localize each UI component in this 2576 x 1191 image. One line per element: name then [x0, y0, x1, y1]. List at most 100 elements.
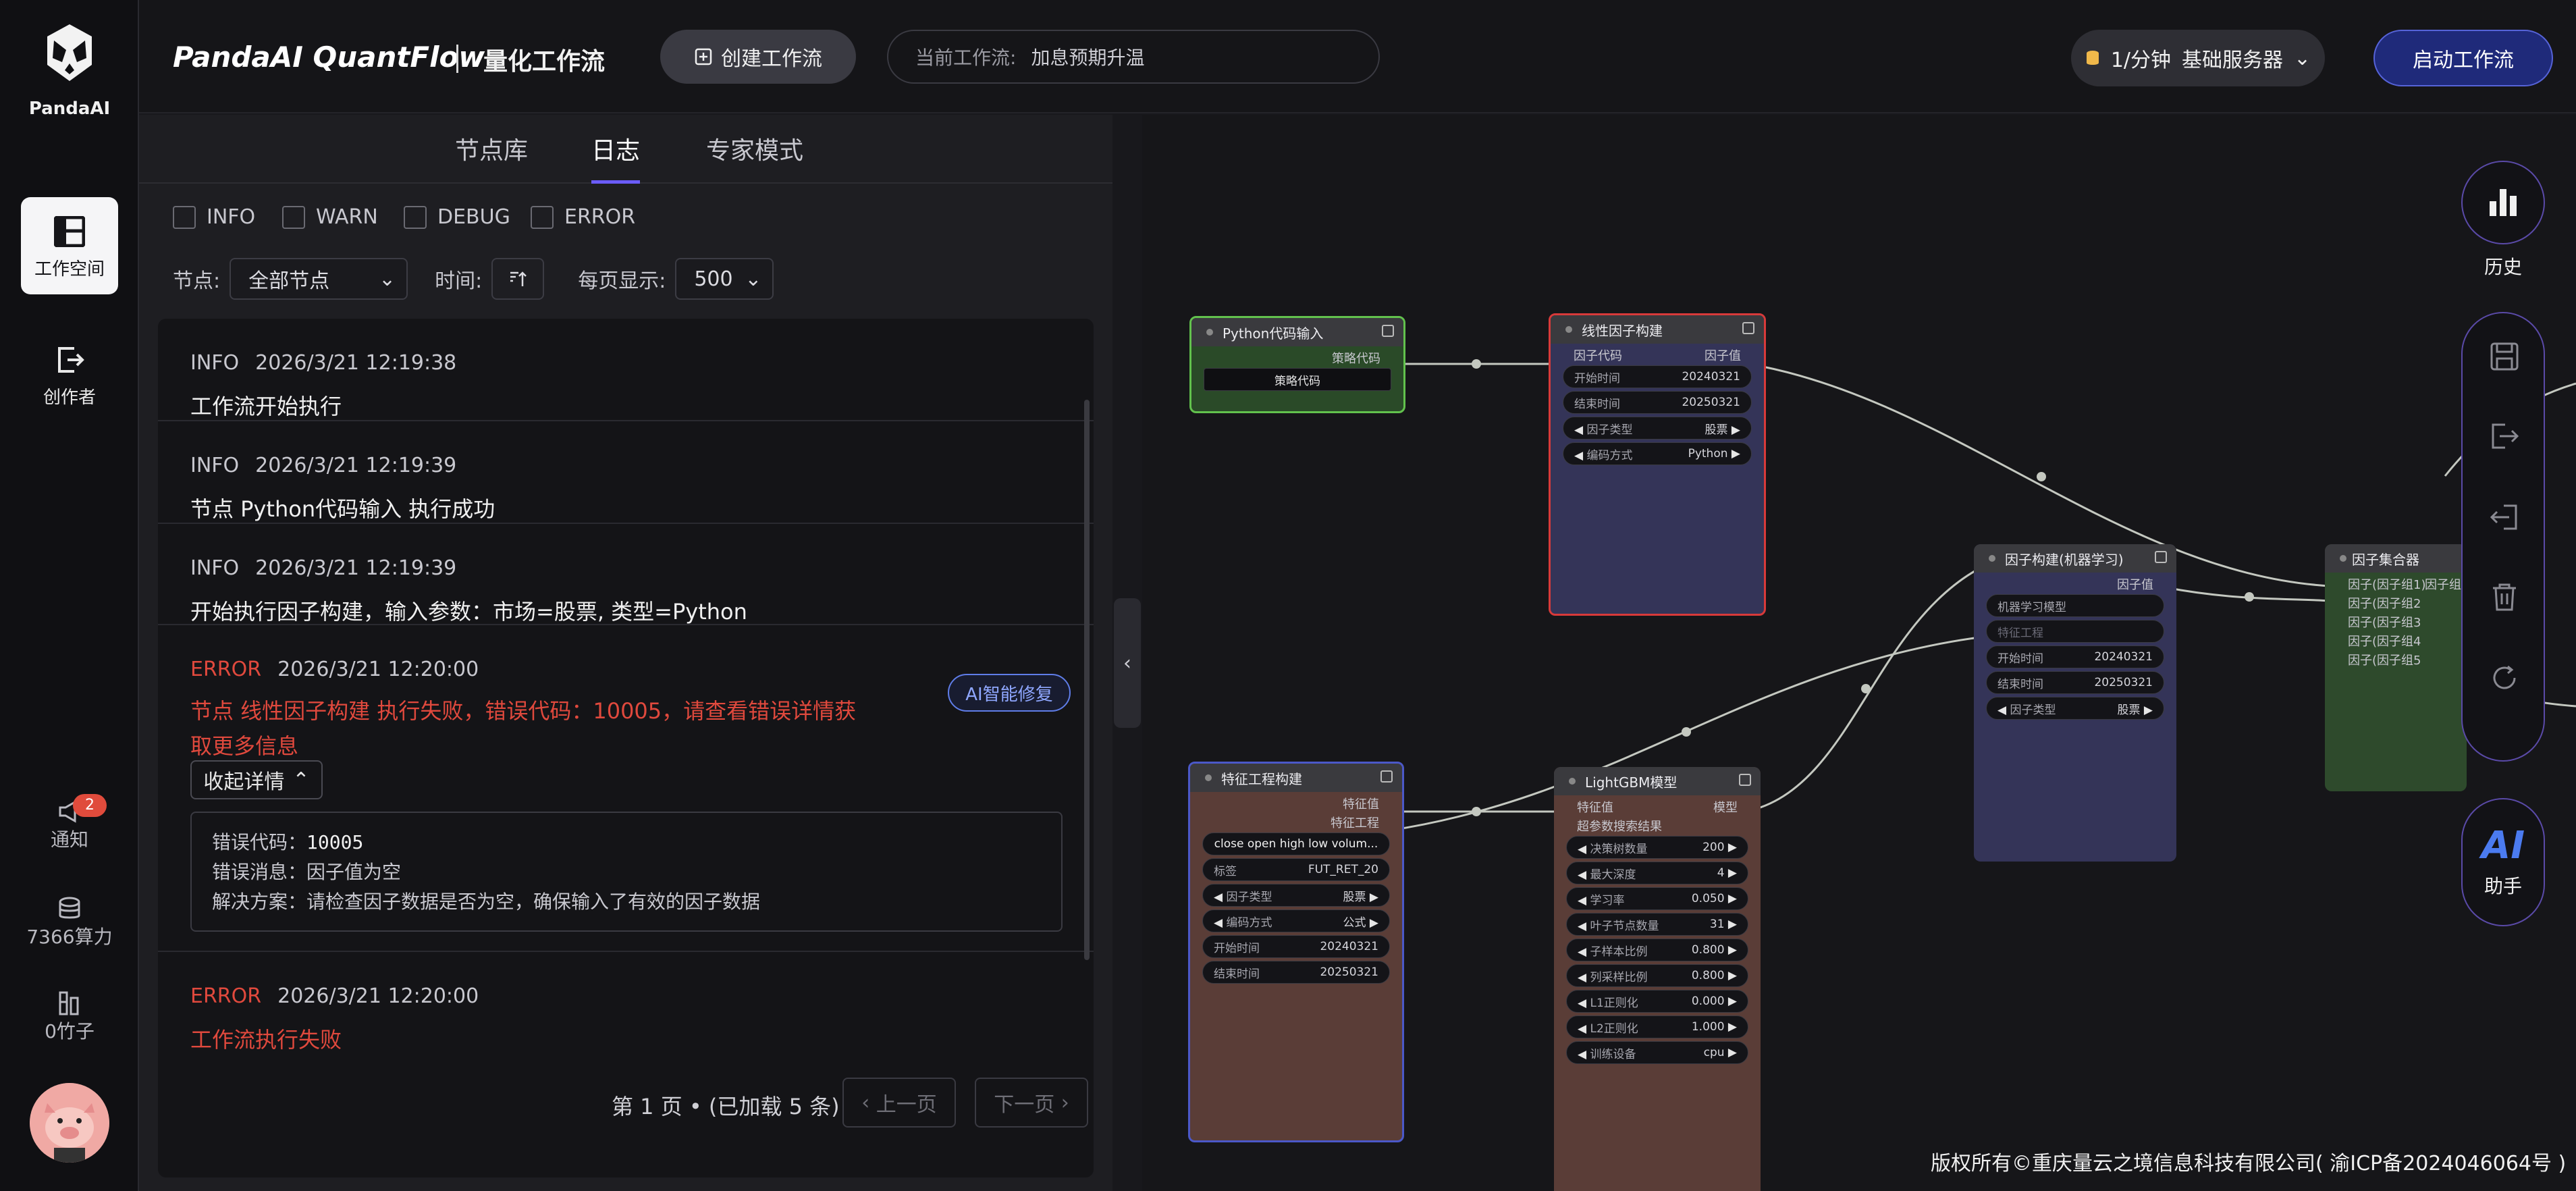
node-combo[interactable]: 因子类型 股票	[1202, 884, 1390, 907]
per-page-select[interactable]: 500 ⌄	[675, 258, 774, 300]
create-workflow-label: 创建工作流	[721, 47, 822, 71]
node-factor-aggregator[interactable]: 因子集合器 因子(因子组1)因子组 因子(因子组2 因子(因子组3 因子(因子组…	[2325, 544, 2467, 791]
nav-workspace[interactable]: 工作空间	[21, 197, 118, 294]
brand[interactable]: PandaAI	[0, 20, 139, 119]
tab-node-library[interactable]: 节点库	[455, 137, 529, 165]
field-key: 因子类型	[1214, 887, 1272, 904]
solution-label: 解决方案：	[212, 891, 307, 913]
checkbox[interactable]	[282, 205, 305, 229]
nav-notice-label: 通知	[50, 828, 88, 851]
bamboo-icon	[59, 991, 79, 1015]
nav-bamboo[interactable]: 0竹子	[0, 983, 139, 1044]
field-value: 股票	[1343, 887, 1378, 904]
tab-expert-mode[interactable]: 专家模式	[706, 137, 804, 165]
field-key: 学习率	[1578, 891, 1624, 907]
log-scrollbar[interactable]	[1084, 400, 1090, 960]
nav-creator-label: 创作者	[43, 388, 96, 408]
field-value: 20240321	[2094, 650, 2153, 664]
next-page-button[interactable]: 下一页 ›	[975, 1078, 1088, 1128]
node-feature-engineering[interactable]: 特征工程构建 特征值 特征工程 close open high low volu…	[1188, 762, 1404, 1142]
feature-input[interactable]: 特征工程	[1986, 620, 2164, 643]
save-button[interactable]	[2488, 340, 2521, 373]
filter-warn[interactable]: WARN	[282, 205, 378, 229]
node-select[interactable]: 全部节点 ⌄	[230, 258, 408, 300]
filter-warn-label: WARN	[316, 205, 378, 229]
ml-model-input[interactable]: 机器学习模型	[1986, 594, 2164, 617]
collapse-details-button[interactable]: 收起详情 ⌃	[190, 760, 323, 799]
filter-error[interactable]: ERROR	[531, 205, 635, 229]
nav-power[interactable]: 7366算力	[0, 889, 139, 949]
ai-assistant-button[interactable]: AI 助手	[2461, 798, 2545, 926]
history-button[interactable]	[2461, 161, 2545, 244]
panel-tabs: 节点库 日志 专家模式	[139, 115, 1112, 184]
field-value: 20250321	[1682, 396, 1740, 409]
edit-icon[interactable]	[1742, 322, 1754, 334]
checkbox[interactable]	[173, 205, 196, 229]
output-port-label: 因子值	[1705, 349, 1741, 363]
error-code: 10005	[306, 831, 364, 853]
edit-icon[interactable]	[1382, 325, 1394, 337]
create-workflow-button[interactable]: 创建工作流	[660, 30, 856, 84]
input-port-label: 特征值	[1577, 801, 1613, 815]
formula-input[interactable]: close open high low volum...	[1202, 832, 1390, 855]
collapse-panel-handle[interactable]: ‹	[1114, 598, 1141, 728]
filter-debug[interactable]: DEBUG	[404, 205, 510, 229]
checkbox[interactable]	[531, 205, 554, 229]
avatar[interactable]	[30, 1083, 109, 1163]
start-workflow-button[interactable]: 启动工作流	[2373, 30, 2553, 86]
chevron-left-icon: ‹	[1123, 651, 1131, 675]
nav-creator[interactable]: 创作者	[21, 338, 118, 419]
export-button[interactable]	[2488, 420, 2521, 452]
import-button[interactable]	[2488, 501, 2521, 533]
notice-badge: 2	[73, 794, 107, 817]
per-page-label: 每页显示:	[578, 269, 666, 293]
field-value: 公式	[1343, 913, 1378, 930]
node-python-input[interactable]: Python代码输入 策略代码 策略代码	[1189, 316, 1405, 413]
coins-icon	[59, 897, 80, 919]
output-port-label: 因子值	[2117, 578, 2153, 592]
time-sort-button[interactable]	[491, 258, 545, 300]
edit-icon[interactable]	[1380, 770, 1393, 783]
edit-icon[interactable]	[1739, 774, 1751, 786]
error-details: 错误代码：10005 错误消息：因子值为空 解决方案：请检查因子数据是否为空，确…	[190, 812, 1063, 932]
current-workflow-field[interactable]: 当前工作流: 加息预期升温	[887, 30, 1380, 84]
ai-fix-button[interactable]: AI智能修复	[948, 674, 1071, 712]
edit-icon[interactable]	[2155, 551, 2167, 563]
delete-button[interactable]	[2488, 581, 2521, 613]
tab-log[interactable]: 日志	[591, 131, 641, 184]
refresh-button[interactable]	[2488, 662, 2521, 694]
server-select[interactable]: 1/分钟 基础服务器 ⌄	[2071, 30, 2325, 86]
nav-notice[interactable]: 2 通知	[0, 791, 139, 852]
checkbox[interactable]	[404, 205, 427, 229]
workflow-canvas[interactable]: Python代码输入 策略代码 策略代码 线性因子构建 因子代码因子值 开始时间…	[1142, 115, 2576, 1191]
field-value: 200	[1702, 841, 1737, 854]
log-level: INFO	[190, 556, 240, 580]
filter-info[interactable]: INFO	[173, 205, 255, 229]
strategy-code-button[interactable]: 策略代码	[1204, 368, 1391, 391]
prev-page-button[interactable]: ‹ 上一页	[842, 1078, 956, 1128]
